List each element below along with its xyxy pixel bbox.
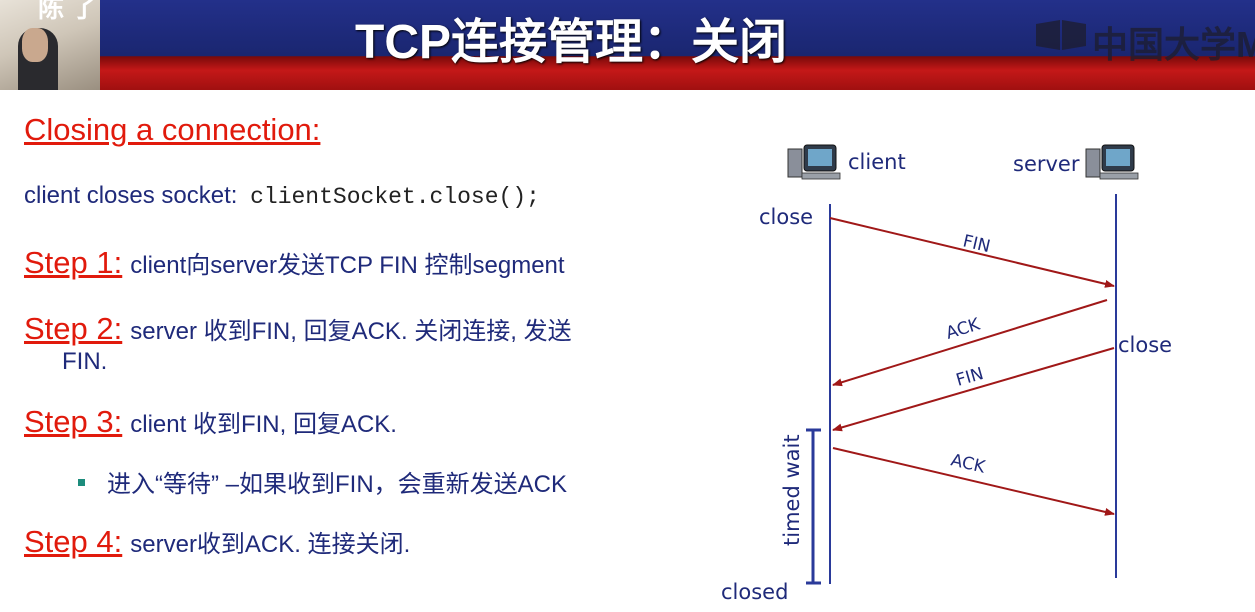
step-2: Step 2: server 收到FIN, 回复ACK. 关闭连接, 发送 — [24, 311, 572, 347]
step-3: Step 3: client 收到FIN, 回复ACK. — [24, 404, 397, 440]
presenter-figure — [18, 28, 58, 90]
bullet-square-icon — [78, 479, 85, 487]
slide-header: 陈 了 TCP连接管理：关闭 中国大学M — [0, 0, 1255, 90]
timed-wait-bullet: 进入“等待” –如果收到FIN，会重新发送ACK — [78, 464, 567, 499]
client-close-label: close — [759, 205, 813, 229]
mooc-logo: 中国大学M — [1034, 14, 1255, 65]
fin-arrow-2 — [832, 347, 1115, 432]
step-1: Step 1: client向server发送TCP FIN 控制segment — [24, 245, 565, 281]
step-2-label: Step 2: — [24, 311, 123, 346]
client-closes-line: client closes socket: clientSocket.close… — [24, 182, 540, 210]
slide-title: TCP连接管理：关闭 — [355, 16, 788, 69]
timed-wait-label: timed wait — [780, 434, 804, 546]
presenter-name: 陈 了 — [38, 0, 98, 23]
client-closes-text: client closes socket: — [24, 182, 238, 209]
mooc-logo-text: 中国大学M — [1092, 24, 1255, 65]
ack-label-2: ACK — [949, 450, 988, 477]
tcp-close-diagram: client server close close FIN ACK FIN AC… — [721, 144, 1172, 604]
server-computer-icon — [1085, 144, 1139, 180]
mooc-logo-icon — [1036, 20, 1086, 50]
fin-label-1: FIN — [961, 231, 992, 257]
bullet-text: 进入“等待” –如果收到FIN，会重新发送ACK — [107, 471, 568, 498]
step-3-text: client 收到FIN, 回复ACK. — [130, 411, 397, 438]
step-4: Step 4: server收到ACK. 连接关闭. — [24, 524, 410, 560]
step-1-text: client向server发送TCP FIN 控制segment — [130, 252, 565, 279]
step-2-text: server 收到FIN, 回复ACK. 关闭连接, 发送 — [130, 318, 572, 345]
client-label: client — [848, 150, 906, 174]
step-3-label: Step 3: — [24, 404, 123, 439]
presenter-video: 陈 了 — [0, 0, 100, 90]
server-label: server — [1013, 152, 1080, 176]
client-closes-code: clientSocket.close(); — [250, 184, 540, 210]
client-computer-icon — [787, 144, 841, 180]
step-1-label: Step 1: — [24, 245, 123, 280]
section-heading: Closing a connection: — [24, 112, 321, 147]
step-2-continuation: FIN. — [62, 348, 108, 375]
fin-arrow-1 — [829, 217, 1115, 288]
timed-wait-bracket — [806, 428, 821, 585]
step-4-label: Step 4: — [24, 524, 123, 559]
step-4-text: server收到ACK. 连接关闭. — [130, 531, 411, 558]
ack-arrow-2 — [832, 447, 1115, 516]
ack-arrow-1 — [832, 299, 1108, 387]
presenter-face — [22, 28, 48, 62]
server-close-label: close — [1118, 333, 1172, 357]
closed-label: closed — [721, 580, 788, 604]
